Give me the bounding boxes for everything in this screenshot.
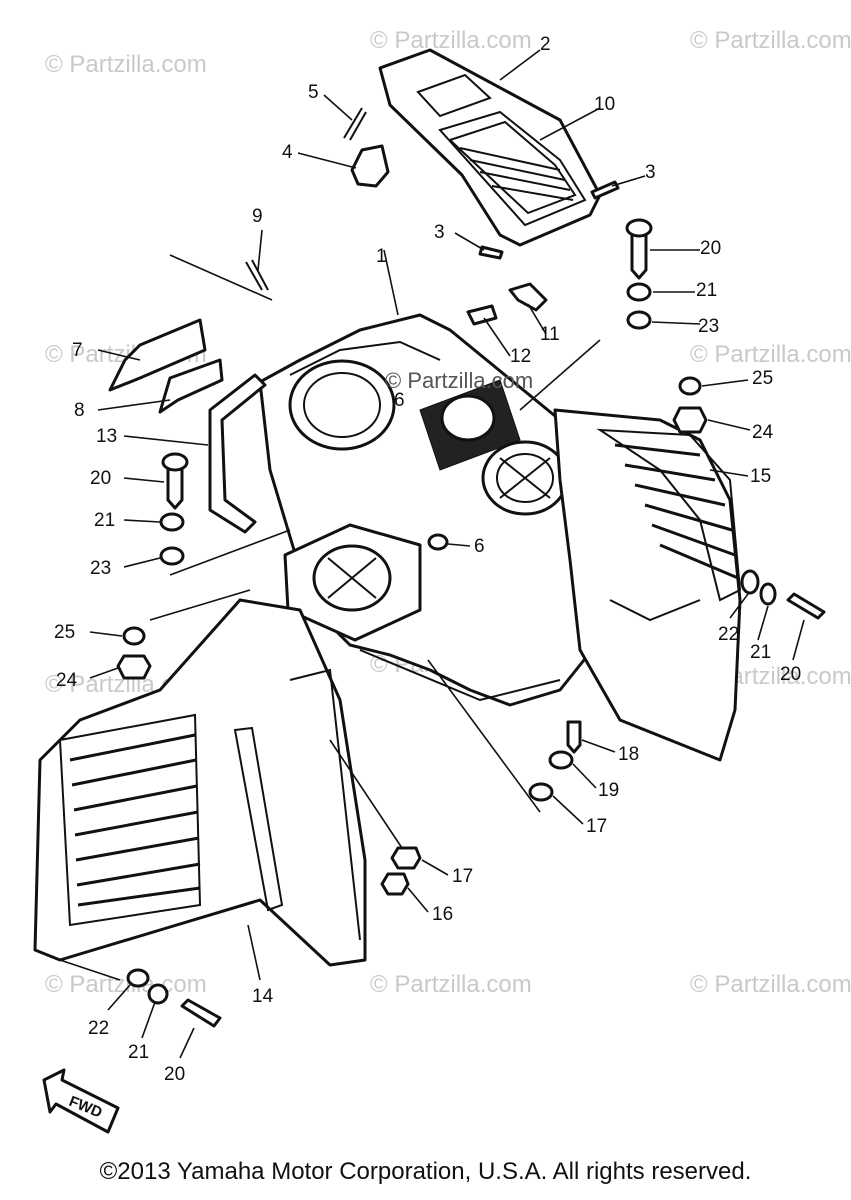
callout-13: 13 xyxy=(96,426,117,447)
callout-21: 21 xyxy=(696,280,717,301)
fasteners xyxy=(116,218,826,1028)
callout-20: 20 xyxy=(90,468,111,489)
callout-3: 3 xyxy=(645,162,656,183)
callout-16: 16 xyxy=(432,904,453,925)
watermark: © Partzilla.com xyxy=(370,27,532,54)
small-parts xyxy=(245,107,620,326)
callout-20: 20 xyxy=(780,664,801,685)
callout-7: 7 xyxy=(72,340,83,361)
copyright-notice: ©2013 Yamaha Motor Corporation, U.S.A. A… xyxy=(99,1158,752,1185)
callout-19: 19 xyxy=(598,780,619,801)
callout-25: 25 xyxy=(752,368,773,389)
callout-4: 4 xyxy=(282,142,293,163)
callout-24: 24 xyxy=(56,670,78,691)
callout-20: 20 xyxy=(164,1064,185,1085)
callout-5: 5 xyxy=(308,82,319,103)
callout-21: 21 xyxy=(128,1042,149,1063)
callout-11: 11 xyxy=(540,324,560,345)
watermark: © Partzilla.com xyxy=(370,971,532,998)
leader-lines xyxy=(59,49,805,1059)
callout-21: 21 xyxy=(750,642,771,663)
callout-labels: 2 10 3 3 4 5 9 11 12 1 7 8 13 20 21 23 2… xyxy=(54,34,801,1085)
callout-23: 23 xyxy=(90,558,111,579)
watermark: © Partzilla.com xyxy=(690,971,851,998)
callout-23: 23 xyxy=(698,316,719,337)
callout-17: 17 xyxy=(452,866,473,887)
watermark: © Partzilla.com xyxy=(690,341,851,368)
callout-8: 8 xyxy=(74,400,85,421)
callout-15: 15 xyxy=(750,466,771,487)
callout-6: 6 xyxy=(394,390,405,411)
callout-20: 20 xyxy=(700,238,721,259)
watermark: © Partzilla.com xyxy=(45,971,207,998)
watermark: © Partzilla.com xyxy=(690,27,851,54)
callout-21: 21 xyxy=(94,510,115,531)
callout-1: 1 xyxy=(376,246,387,267)
brackets xyxy=(108,318,224,414)
callout-10: 10 xyxy=(594,94,615,115)
callout-22: 22 xyxy=(718,624,739,645)
callout-9: 9 xyxy=(252,206,263,227)
callout-3: 3 xyxy=(434,222,445,243)
fwd-arrow: FWD xyxy=(42,1068,120,1134)
main-housing xyxy=(258,313,612,707)
watermark-center: © Partzilla.com xyxy=(385,368,533,393)
callout-2: 2 xyxy=(540,34,551,55)
callout-6: 6 xyxy=(474,536,485,557)
trim-strip xyxy=(208,373,267,534)
callout-24: 24 xyxy=(752,422,774,443)
watermark: © Partzilla.com xyxy=(45,51,207,78)
left-panel xyxy=(33,598,367,967)
right-panel xyxy=(553,408,742,762)
callout-14: 14 xyxy=(252,986,274,1007)
cover-top xyxy=(378,48,602,247)
callout-12: 12 xyxy=(510,346,531,367)
callout-22: 22 xyxy=(88,1018,109,1039)
callout-18: 18 xyxy=(618,744,639,765)
callout-25: 25 xyxy=(54,622,75,643)
callout-17: 17 xyxy=(586,816,607,837)
